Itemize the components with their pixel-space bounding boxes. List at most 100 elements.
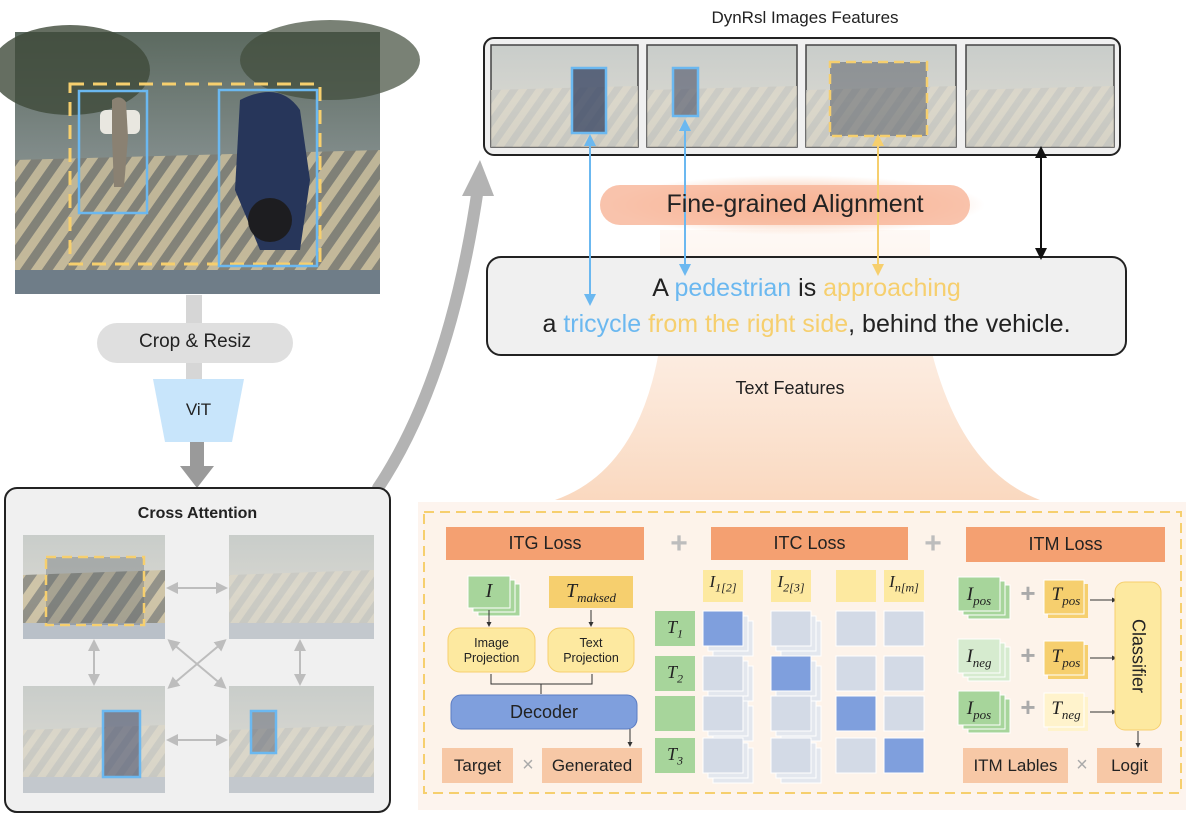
cross-attention-thumb-4 bbox=[229, 686, 374, 793]
itg-generated-label: Generated bbox=[551, 756, 633, 775]
source-photo bbox=[0, 20, 420, 294]
itm-image-label: Ipos bbox=[966, 698, 992, 722]
caption-segment: from the right side bbox=[648, 310, 849, 338]
cross-attention-thumb-1 bbox=[23, 535, 165, 639]
itm-loss-label: ITM Loss bbox=[1028, 534, 1103, 554]
itc-row-header bbox=[655, 656, 695, 691]
itg-merge-lines bbox=[490, 674, 593, 694]
itc-cell bbox=[770, 737, 812, 774]
alignment-label: Fine-grained Alignment bbox=[666, 190, 924, 218]
caption-segment: tricycle bbox=[563, 310, 642, 338]
itc-cell bbox=[835, 610, 877, 647]
itg-text-card bbox=[549, 576, 633, 608]
feature-thumb-1 bbox=[490, 44, 639, 148]
image-features-title: DynRsl Images Features bbox=[711, 8, 899, 27]
feature-thumb-4 bbox=[965, 44, 1115, 148]
plus-icon-2: + bbox=[924, 527, 942, 560]
itg-decoder-label: Decoder bbox=[509, 702, 579, 722]
caption-segment: is bbox=[791, 274, 824, 302]
itm-labels bbox=[963, 748, 1068, 783]
itc-cell bbox=[770, 695, 812, 732]
caption-segment: , behind the vehicle. bbox=[848, 310, 1071, 338]
photo-to-crop-connector bbox=[186, 295, 202, 323]
itc-grid bbox=[655, 570, 925, 784]
crop-resize-label: Crop & Resiz bbox=[139, 331, 251, 352]
caption-segment: pedestrian bbox=[674, 274, 792, 302]
itc-row-header bbox=[655, 696, 695, 731]
caption-text: A pedestrian is approaching a tricycle f… bbox=[487, 270, 1126, 342]
itm-labels-label: ITM Lables bbox=[973, 756, 1058, 775]
caption-segment: approaching bbox=[823, 274, 961, 302]
itg-t-label: Tmaksed bbox=[565, 580, 617, 605]
itg-image-stack bbox=[467, 575, 521, 617]
itc-column-label: I2[3] bbox=[777, 572, 805, 595]
itm-plus-icon: + bbox=[1020, 640, 1036, 670]
itc-cell bbox=[883, 610, 925, 647]
itc-cell-positive bbox=[770, 655, 812, 692]
itc-row-header bbox=[655, 611, 695, 646]
itc-column-header bbox=[703, 570, 743, 602]
itm-text-label: Tpos bbox=[1051, 584, 1081, 608]
itm-pair-2 bbox=[957, 638, 1088, 682]
itc-row-label: T3 bbox=[666, 744, 683, 768]
vit-block bbox=[153, 379, 244, 442]
itg-decoder bbox=[450, 694, 638, 730]
curved-arrow-shaft bbox=[372, 182, 484, 494]
itm-classifier bbox=[1114, 581, 1162, 731]
caption-segment: a bbox=[542, 310, 564, 338]
itm-classifier-label-wrap: Classifier bbox=[1115, 582, 1161, 730]
itg-i-label: I bbox=[485, 580, 493, 602]
itc-column-header bbox=[836, 570, 876, 602]
itc-column-label: I1[2] bbox=[709, 572, 737, 595]
itg-text-projection bbox=[547, 627, 635, 673]
itm-times-icon: × bbox=[1076, 754, 1088, 776]
cross-attention-title: Cross Attention bbox=[137, 505, 258, 522]
itg-target-label: Target bbox=[453, 756, 502, 775]
itc-row-label: T2 bbox=[666, 662, 683, 686]
itg-generated bbox=[542, 748, 642, 783]
itm-image-label: Ineg bbox=[966, 646, 992, 670]
itg-target bbox=[442, 748, 513, 783]
feature-thumb-3 bbox=[805, 44, 957, 148]
itc-row-label: T1 bbox=[666, 617, 683, 641]
itc-cell bbox=[702, 737, 744, 774]
itc-cell bbox=[883, 695, 925, 732]
itc-column-label: In[m] bbox=[889, 572, 919, 595]
cross-attention-thumb-2 bbox=[229, 535, 374, 639]
crop-resize-pill bbox=[97, 323, 293, 363]
itg-loss-header bbox=[446, 527, 644, 560]
caption-segment: A bbox=[652, 274, 675, 302]
caption-box bbox=[486, 256, 1127, 356]
itm-classifier-label: Classifier bbox=[1128, 618, 1149, 694]
itm-plus-icon: + bbox=[1020, 578, 1036, 608]
itc-loss-label: ITC Loss bbox=[773, 533, 846, 553]
itm-text-label: Tneg bbox=[1051, 698, 1081, 722]
cross-attention-thumb-3 bbox=[23, 686, 165, 793]
itm-logit bbox=[1097, 748, 1162, 783]
itc-column-header bbox=[771, 570, 811, 602]
itc-row-header bbox=[655, 738, 695, 773]
vit-down-arrow-shaft bbox=[190, 442, 204, 468]
caption-line-2: a tricycle from the right side, behind t… bbox=[487, 306, 1126, 342]
crop-to-vit-connector bbox=[186, 363, 202, 379]
itc-cell bbox=[835, 737, 877, 774]
itm-pair-3 bbox=[957, 690, 1088, 734]
itm-text-label: Tpos bbox=[1051, 646, 1081, 670]
itc-cell bbox=[883, 655, 925, 692]
itg-loss-label: ITG Loss bbox=[508, 533, 582, 553]
itc-cell bbox=[770, 610, 812, 647]
plus-icon-1: + bbox=[670, 527, 688, 560]
feature-thumb-2 bbox=[646, 44, 798, 148]
itc-cell-positive bbox=[835, 695, 877, 732]
caption-line-1: A pedestrian is approaching bbox=[487, 270, 1126, 306]
itg-times-icon: × bbox=[522, 754, 534, 776]
itm-loss-header bbox=[966, 527, 1165, 562]
itc-cell bbox=[835, 655, 877, 692]
itm-image-label: Ipos bbox=[966, 584, 992, 608]
itc-cell-positive bbox=[702, 610, 744, 647]
vit-label: ViT bbox=[185, 400, 212, 419]
image-features-box bbox=[483, 37, 1121, 156]
